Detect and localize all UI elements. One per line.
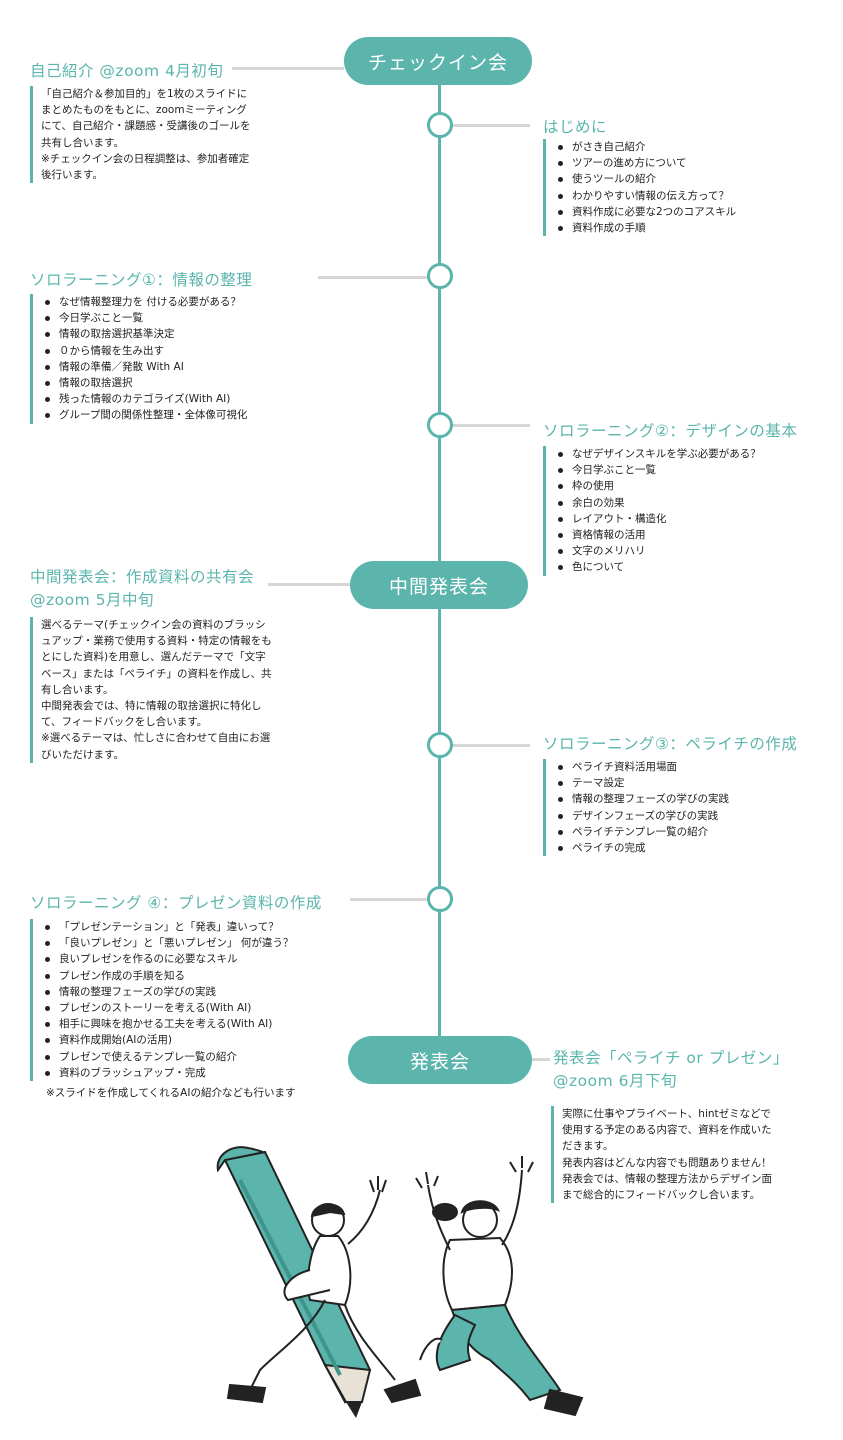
list-item: なぜデザインスキルを学ぶ必要がある？ <box>555 446 761 462</box>
solo3-list: ペライチ資料活用場面 テーマ設定 情報の整理フェーズの学びの実践 デザインフェー… <box>543 759 729 857</box>
list-item: レイアウト・構造化 <box>555 511 761 527</box>
list-item: 資料作成の手順 <box>555 220 736 236</box>
list-item: 相手に興味を抱かせる工夫を考える(With AI) <box>42 1016 293 1032</box>
intro-list: がさき自己紹介 ツアーの進め方について 使うツールの紹介 わかりやすい情報の伝え… <box>543 139 736 237</box>
solo4-heading: ソロラーニング ④：プレゼン資料の作成 <box>30 894 322 912</box>
list-item: わかりやすい情報の伝え方って？ <box>555 188 736 204</box>
list-item: 色について <box>555 559 761 575</box>
list-item: 情報の準備／発散 With AI <box>42 359 247 375</box>
midterm-pill: 中間発表会 <box>350 561 528 609</box>
list-item: がさき自己紹介 <box>555 139 736 155</box>
list-item: ０から情報を生み出す <box>42 343 247 359</box>
solo2-heading: ソロラーニング②：デザインの基本 <box>543 422 798 440</box>
solo1-heading: ソロラーニング①：情報の整理 <box>30 271 253 289</box>
connector-solo3 <box>452 744 530 747</box>
checkin-pill: チェックイン会 <box>344 37 532 85</box>
list-item: 余白の効果 <box>555 495 761 511</box>
connector-solo1 <box>318 276 428 279</box>
list-item: 情報の取捨選択 <box>42 375 247 391</box>
list-item: 情報の取捨選択基準決定 <box>42 326 247 342</box>
connector-self-intro <box>232 67 344 70</box>
self-intro-heading: 自己紹介 @zoom 4月初旬 <box>30 62 224 80</box>
list-item: 今日学ぶこと一覧 <box>555 462 761 478</box>
solo1-list: なぜ情報整理力を 付ける必要がある？ 今日学ぶこと一覧 情報の取捨選択基準決定 … <box>30 294 247 424</box>
midterm-heading: 中間発表会：作成資料の共有会 @zoom 5月中旬 <box>30 568 255 609</box>
list-item: 使うツールの紹介 <box>555 171 736 187</box>
solo4-note: ※スライドを作成してくれるAIの紹介なども行います <box>46 1087 296 1099</box>
list-item: プレゼンで使えるテンプレ一覧の紹介 <box>42 1049 293 1065</box>
list-item: 資料のブラッシュアップ・完成 <box>42 1065 293 1081</box>
list-item: プレゼンのストーリーを考える(With AI) <box>42 1000 293 1016</box>
final-heading: 発表会「ペライチ or プレゼン」 @zoom 6月下旬 <box>553 1049 789 1090</box>
list-item: 枠の使用 <box>555 478 761 494</box>
list-item: 良いプレゼンを作るのに必要なスキル <box>42 951 293 967</box>
timeline-line <box>438 60 441 1060</box>
connector-intro <box>452 124 530 127</box>
self-intro-text: 「自己紹介＆参加目的」を1枚のスライドに まとめたものをもとに、zoomミーティ… <box>30 86 301 184</box>
list-item: 資料作成開始(AIの活用) <box>42 1032 293 1048</box>
right-person-figure <box>415 1156 584 1417</box>
list-item: デザインフェーズの学びの実践 <box>555 808 729 824</box>
timeline-node-solo1 <box>427 263 453 289</box>
list-item: テーマ設定 <box>555 775 729 791</box>
timeline-node-solo4 <box>427 886 453 912</box>
intro-heading: はじめに <box>543 118 608 136</box>
list-item: ペライチ資料活用場面 <box>555 759 729 775</box>
list-item: 今日学ぶこと一覧 <box>42 310 247 326</box>
timeline-node-intro <box>427 112 453 138</box>
connector-solo2 <box>452 424 530 427</box>
list-item: 資料作成に必要な2つのコアスキル <box>555 204 736 220</box>
list-item: 文字のメリハリ <box>555 543 761 559</box>
solo2-list: なぜデザインスキルを学ぶ必要がある？ 今日学ぶこと一覧 枠の使用 余白の効果 レ… <box>543 446 761 576</box>
solo4-list: 「プレゼンテーション」と「発表」違いって？ 「良いプレゼン」と「悪いプレゼン」 … <box>30 919 293 1082</box>
left-person-figure <box>226 1176 422 1404</box>
list-item: 「プレゼンテーション」と「発表」違いって？ <box>42 919 293 935</box>
people-with-pencil-illustration <box>216 1146 584 1418</box>
timeline-node-solo3 <box>427 732 453 758</box>
list-item: 「良いプレゼン」と「悪いプレゼン」 何が違う？ <box>42 935 293 951</box>
solo3-heading: ソロラーニング③：ペライチの作成 <box>543 735 798 753</box>
list-item: ツアーの進め方について <box>555 155 736 171</box>
list-item: グループ間の関係性整理・全体像可視化 <box>42 407 247 423</box>
list-item: ペライチの完成 <box>555 840 729 856</box>
list-item: プレゼン作成の手順を知る <box>42 968 293 984</box>
timeline-node-solo2 <box>427 412 453 438</box>
list-item: 情報の整理フェーズの学びの実践 <box>555 791 729 807</box>
midterm-text: 選べるテーマ(チェックイン会の資料のブラッシ ュアップ・業務で使用する資料・特定… <box>30 617 326 763</box>
list-item: ペライチテンプレ一覧の紹介 <box>555 824 729 840</box>
connector-solo4 <box>350 898 428 901</box>
list-item: 残った情報のカテゴライズ(With AI) <box>42 391 247 407</box>
connector-midterm <box>268 583 352 586</box>
final-pill: 発表会 <box>348 1036 532 1084</box>
final-text: 実際に仕事やプライベート、hintゼミなどで 使用する予定のある内容で、資料を作… <box>551 1106 822 1204</box>
list-item: 情報の整理フェーズの学びの実践 <box>42 984 293 1000</box>
list-item: 資格情報の活用 <box>555 527 761 543</box>
list-item: なぜ情報整理力を 付ける必要がある？ <box>42 294 247 310</box>
connector-final <box>532 1058 550 1061</box>
